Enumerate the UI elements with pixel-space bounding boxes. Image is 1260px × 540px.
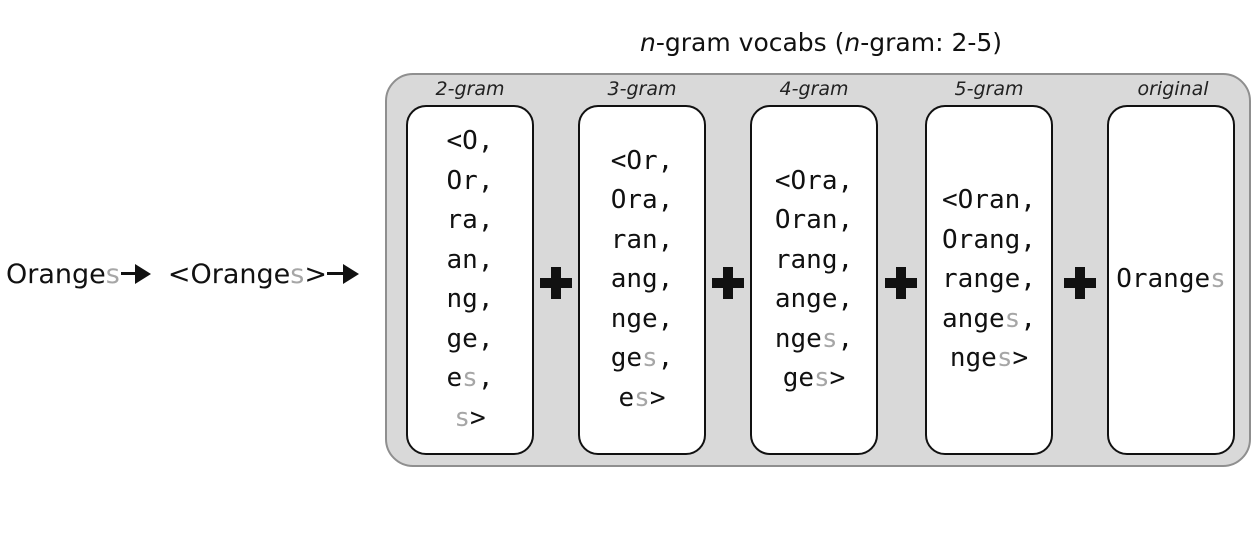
title-n-italic-2: n xyxy=(844,28,861,57)
token-text: <Ora, xyxy=(774,165,854,196)
token-text: ran, xyxy=(610,224,674,255)
column-label-2gram: 2-gram xyxy=(435,78,505,100)
token-text: , xyxy=(1020,303,1036,334)
column-label-4gram: 4-gram xyxy=(779,78,849,100)
ngram-token: es, xyxy=(447,359,494,399)
token-text: , xyxy=(477,363,494,393)
token-suffix-gray: s xyxy=(1004,303,1021,334)
token-text: nge xyxy=(949,343,997,374)
token-suffix-gray: s xyxy=(462,363,478,393)
token-text: ge, xyxy=(446,323,494,354)
token-text: > xyxy=(829,363,846,393)
token-text: Or, xyxy=(446,165,494,196)
ngram-box-3gram: <Or,Ora,ran,ang,nge,ges,es> xyxy=(578,105,706,455)
ngram-token: <O, xyxy=(447,122,494,162)
token-text: ge xyxy=(782,363,814,393)
arrow-right-icon-2 xyxy=(326,264,359,284)
token-text: Orange xyxy=(1116,264,1211,295)
ngram-token: Or, xyxy=(447,162,494,202)
diagram-title: n-gram vocabs (n-gram: 2-5) xyxy=(640,28,1060,57)
ngram-token: rang, xyxy=(775,241,853,281)
ngram-token: <Ora, xyxy=(775,162,853,202)
token-suffix-gray: s xyxy=(814,363,830,393)
token-suffix-gray: s xyxy=(454,402,470,433)
ngram-token: ran, xyxy=(611,221,674,261)
ngram-token: ges, xyxy=(611,339,674,379)
token-text: range, xyxy=(942,264,1036,295)
ngram-box-original: Oranges xyxy=(1107,105,1235,455)
token-text: ang, xyxy=(610,264,674,295)
token-text: e xyxy=(446,363,463,393)
plus-icon xyxy=(885,267,917,299)
input-word-stem: Orange xyxy=(6,258,106,290)
ngram-token: Oran, xyxy=(775,201,853,241)
column-label-5gram: 5-gram xyxy=(954,78,1024,100)
token-text: ange xyxy=(942,303,1005,334)
ngram-token: anges, xyxy=(942,300,1036,340)
ngram-token: nges, xyxy=(775,320,853,360)
wrapped-word: <Oranges> xyxy=(168,259,327,290)
ngram-token: s> xyxy=(454,399,485,439)
token-text: Oran, xyxy=(774,205,854,235)
token-text: ra, xyxy=(446,205,494,235)
token-text: nge xyxy=(774,323,822,354)
ngram-token: Oranges xyxy=(1116,260,1226,300)
title-n-italic: n xyxy=(640,28,656,57)
token-text: an, xyxy=(446,244,494,275)
input-word-suffix: s xyxy=(105,258,120,290)
token-suffix-gray: s xyxy=(996,343,1013,374)
ngram-token: ange, xyxy=(775,280,853,320)
ngram-token: range, xyxy=(942,260,1036,300)
token-suffix-gray: s xyxy=(642,343,658,374)
token-suffix-gray: s xyxy=(1210,264,1226,295)
ngram-box-2gram: <O,Or,ra,an,ng,ge,es,s> xyxy=(406,105,534,455)
token-text: nge, xyxy=(610,303,674,334)
plus-icon xyxy=(540,267,572,299)
ngram-token: ng, xyxy=(447,280,494,320)
token-text: ange, xyxy=(774,284,854,314)
ngram-token: nges> xyxy=(950,339,1028,379)
ngram-token: an, xyxy=(447,241,494,281)
token-suffix-gray: s xyxy=(634,382,650,413)
ngram-token: ge, xyxy=(447,320,494,360)
token-text: > xyxy=(649,382,666,413)
ngram-token: ang, xyxy=(611,260,674,300)
ngram-token: ra, xyxy=(447,201,494,241)
column-label-3gram: 3-gram xyxy=(607,78,677,100)
token-text: ge xyxy=(610,343,642,374)
wrapped-word-stem: <Orange xyxy=(167,258,291,290)
ngram-token: Orang, xyxy=(942,221,1036,261)
token-text: > xyxy=(470,402,486,433)
wrapped-word-suffix: s xyxy=(290,258,305,290)
plus-icon xyxy=(1064,267,1096,299)
ngram-token: Ora, xyxy=(611,181,674,221)
ngram-token: <Oran, xyxy=(942,181,1036,221)
ngram-box-5gram: <Oran,Orang,range,anges,nges> xyxy=(925,105,1053,455)
ngram-token: es> xyxy=(619,379,666,419)
input-flow: Oranges <Oranges> xyxy=(6,252,359,296)
plus-icon xyxy=(712,267,744,299)
token-text: > xyxy=(1012,343,1029,374)
token-text: Orang, xyxy=(942,224,1036,255)
token-text: <O, xyxy=(446,126,494,156)
token-text: <Or, xyxy=(610,145,674,176)
ngram-token: <Or, xyxy=(611,142,674,182)
token-text: , xyxy=(657,343,674,374)
title-text-end: -gram: 2-5) xyxy=(860,28,1003,57)
arrow-right-icon xyxy=(120,264,151,284)
title-text-mid: -gram vocabs ( xyxy=(655,28,845,57)
token-text: rang, xyxy=(774,244,854,275)
token-text: Ora, xyxy=(610,185,674,216)
token-text: e xyxy=(618,382,635,413)
ngram-token: ges> xyxy=(783,359,846,399)
token-suffix-gray: s xyxy=(821,323,838,354)
wrapped-word-close: > xyxy=(304,258,327,290)
input-word: Oranges xyxy=(6,259,120,290)
column-label-original: original xyxy=(1137,78,1209,100)
token-text: , xyxy=(837,323,854,354)
token-text: <Oran, xyxy=(942,185,1036,216)
ngram-token: nge, xyxy=(611,300,674,340)
ngram-box-4gram: <Ora,Oran,rang,ange,nges,ges> xyxy=(750,105,878,455)
token-text: ng, xyxy=(446,284,494,314)
